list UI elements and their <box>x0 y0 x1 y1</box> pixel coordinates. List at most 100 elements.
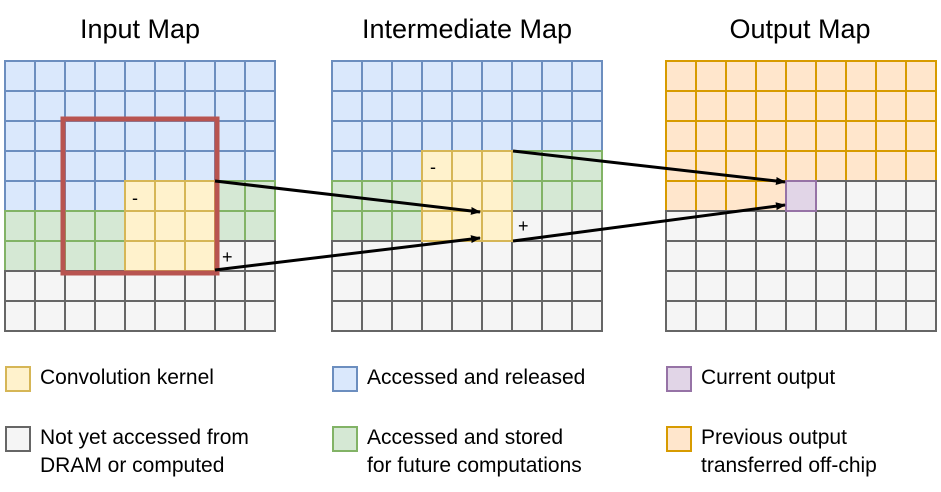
arrow-input-minus-to-intermediate <box>214 179 481 215</box>
input-plus-mark: + <box>222 247 233 267</box>
output-cell <box>875 120 907 152</box>
output-cell <box>845 60 877 92</box>
intermediate-highlight-cell <box>421 210 453 242</box>
output-cell <box>875 150 907 182</box>
input-cell <box>244 210 276 242</box>
output-cell <box>755 210 787 242</box>
intermediate-cell <box>541 270 573 302</box>
input-cell <box>64 120 96 152</box>
input-cell <box>34 60 66 92</box>
intermediate-cell <box>511 90 543 122</box>
intermediate-highlight-cell <box>481 150 513 182</box>
intermediate-cell <box>571 150 603 182</box>
intermediate-cell <box>391 270 423 302</box>
output-cell <box>875 60 907 92</box>
intermediate-cell <box>391 300 423 332</box>
input-cell <box>4 60 36 92</box>
output-cell <box>785 120 817 152</box>
intermediate-cell <box>331 90 363 122</box>
intermediate-cell <box>481 300 513 332</box>
intermediate-cell <box>361 270 393 302</box>
input-cell <box>4 270 36 302</box>
input-highlight-cell <box>154 180 186 212</box>
legend-swatch-accessed-released <box>332 366 358 392</box>
intermediate-cell <box>511 150 543 182</box>
intermediate-cell <box>451 90 483 122</box>
input-cell <box>184 300 216 332</box>
input-highlight-cell <box>184 210 216 242</box>
output-cell <box>845 180 877 212</box>
intermediate-cell <box>451 120 483 152</box>
input-map-grid <box>4 60 276 332</box>
output-cell <box>815 210 847 242</box>
output-cell <box>725 210 757 242</box>
output-cell <box>755 60 787 92</box>
output-cell <box>755 150 787 182</box>
intermediate-cell <box>481 240 513 272</box>
output-cell <box>905 120 937 152</box>
intermediate-cell <box>331 150 363 182</box>
input-cell <box>124 120 156 152</box>
output-cell <box>875 240 907 272</box>
intermediate-cell <box>361 210 393 242</box>
output-cell <box>815 150 847 182</box>
intermediate-cell <box>451 300 483 332</box>
intermediate-cell <box>391 210 423 242</box>
output-cell <box>845 240 877 272</box>
output-cell <box>665 180 697 212</box>
legend-label-current-output: Current output <box>701 366 836 389</box>
input-cell <box>4 240 36 272</box>
intermediate-cell <box>541 90 573 122</box>
intermediate-map-title: Intermediate Map <box>361 14 573 44</box>
intermediate-cell <box>481 120 513 152</box>
intermediate-highlight-cell <box>451 210 483 242</box>
intermediate-cell <box>571 240 603 272</box>
intermediate-cell <box>361 150 393 182</box>
output-cell <box>815 240 847 272</box>
input-cell <box>214 300 246 332</box>
legend-label-accessed-stored: Accessed and stored for future computati… <box>367 426 582 477</box>
intermediate-cell <box>481 60 513 92</box>
input-cell <box>184 120 216 152</box>
output-cell <box>875 300 907 332</box>
output-cell <box>695 150 727 182</box>
intermediate-cell <box>511 120 543 152</box>
output-cell <box>845 150 877 182</box>
output-cell <box>725 240 757 272</box>
input-cell <box>154 120 186 152</box>
output-cell <box>695 180 727 212</box>
output-cell <box>695 240 727 272</box>
intermediate-cell <box>511 300 543 332</box>
output-cell <box>695 60 727 92</box>
output-cell <box>905 300 937 332</box>
intermediate-cell <box>361 180 393 212</box>
output-cell <box>755 270 787 302</box>
legend-item-previous-output: Previous output transferred off-chip <box>666 424 877 480</box>
input-cell <box>64 180 96 212</box>
intermediate-cell <box>511 210 543 242</box>
input-cell <box>244 60 276 92</box>
output-cell <box>725 60 757 92</box>
output-cell <box>725 180 757 212</box>
input-cell <box>124 300 156 332</box>
intermediate-cell <box>541 240 573 272</box>
output-cell <box>905 180 937 212</box>
input-highlight-cell <box>124 180 156 212</box>
intermediate-cell <box>421 120 453 152</box>
intermediate-cell <box>541 120 573 152</box>
input-cell <box>4 150 36 182</box>
output-cell <box>725 300 757 332</box>
input-cell <box>94 150 126 182</box>
legend-label-previous-output: Previous output transferred off-chip <box>701 426 877 477</box>
input-cell <box>244 90 276 122</box>
legend-label-accessed-released: Accessed and released <box>367 366 586 389</box>
intermediate-cell <box>511 240 543 272</box>
input-cell <box>244 120 276 152</box>
output-cell <box>875 210 907 242</box>
output-highlight-cell <box>785 180 817 212</box>
output-cell <box>725 270 757 302</box>
output-cell <box>665 300 697 332</box>
intermediate-cell <box>391 120 423 152</box>
intermediate-cell <box>331 60 363 92</box>
